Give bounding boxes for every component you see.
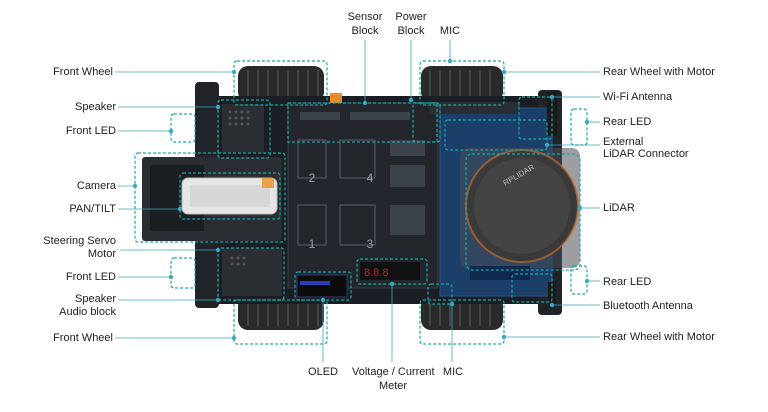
block-number-3: 3 [367,237,374,251]
label-power-block: Block [397,25,425,37]
rear-wheel-top [421,66,503,102]
label-oled: OLED [308,366,338,378]
label-speaker-audio: Speaker [75,293,116,305]
label-mic-bottom: MIC [442,366,464,378]
block-numbers: 2 4 1 3 [309,171,374,251]
rear-wheel-bottom [421,296,503,330]
block-number-1: 2 [309,171,316,185]
front-wheel-top [238,66,324,102]
oled-screen [296,274,348,298]
leader-lines [115,40,600,362]
label-motor: Motor [87,248,116,260]
label-audio-block: Audio block [59,306,116,318]
label-front-led-top: Front LED [65,125,116,137]
svg-text:8.8.8: 8.8.8 [364,267,388,279]
label-pan-tilt: PAN/TILT [69,203,116,215]
label-rear-led-top: Rear LED [603,116,652,128]
label-speaker: Speaker [75,101,116,113]
label-rear-wheel-bottom: Rear Wheel with Motor [603,331,715,343]
main-pcb [287,102,439,289]
label-rear-led-bottom: Rear LED [603,276,652,288]
label-bluetooth-antenna: Bluetooth Antenna [603,300,693,312]
label-steering-servo: Steering Servo [43,235,116,247]
label-voltage-current: Voltage / Current [352,366,435,378]
label-wifi-antenna: Wi-Fi Antenna [603,91,673,103]
label-mic-top: MIC [439,25,461,37]
label-front-wheel-bottom: Front Wheel [53,332,113,344]
label-front-led-bottom: Front LED [65,271,116,283]
label-lidar-connector: LiDAR Connector [603,148,689,160]
front-wheel-bottom [238,296,324,330]
label-camera: Camera [76,180,116,192]
label-power: Power [395,11,427,23]
block-number-2: 1 [309,237,316,251]
label-rear-wheel-top: Rear Wheel with Motor [603,66,715,78]
label-lidar: LiDAR [603,202,635,214]
label-sensor: Sensor [347,11,383,23]
label-external: External [603,136,644,148]
label-sensor-block: Block [351,25,379,37]
label-meter: Meter [378,380,408,392]
block-number-4: 4 [367,171,374,185]
label-front-wheel-top: Front Wheel [53,66,113,78]
